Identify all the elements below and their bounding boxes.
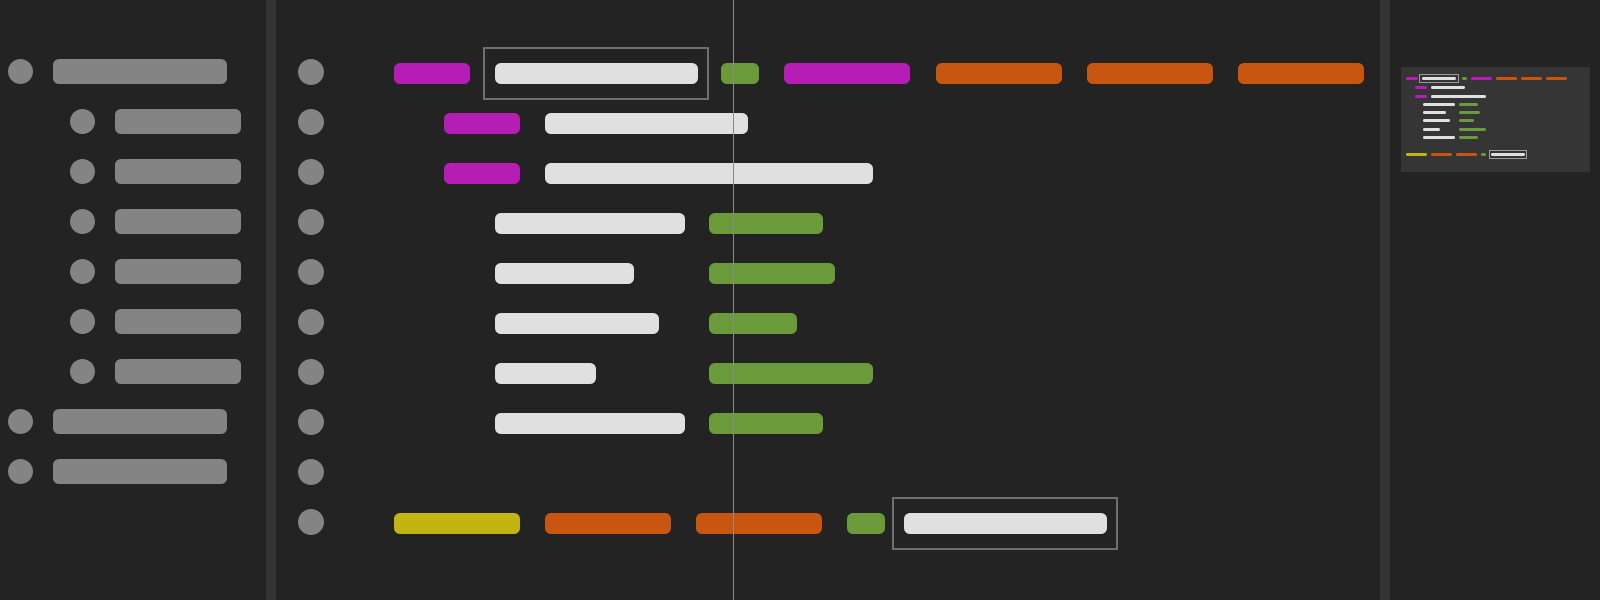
minimap-preview[interactable] [1401, 67, 1590, 172]
code-token-number[interactable] [545, 513, 671, 534]
code-token-text[interactable] [495, 363, 596, 384]
file-icon [8, 459, 33, 484]
tree-item-label [53, 59, 227, 84]
code-editor[interactable] [276, 0, 1380, 600]
file-icon [70, 259, 95, 284]
tree-item-label [53, 459, 227, 484]
tree-item-label [115, 159, 241, 184]
code-token-string[interactable] [709, 263, 835, 284]
code-token-function[interactable] [394, 513, 520, 534]
file-icon [70, 159, 95, 184]
code-token-number[interactable] [1087, 63, 1213, 84]
code-token-text[interactable] [495, 263, 634, 284]
gutter-marker[interactable] [298, 159, 324, 185]
minimap-resize-handle[interactable] [1380, 0, 1390, 600]
code-token-keyword[interactable] [444, 163, 520, 184]
gutter-marker[interactable] [298, 409, 324, 435]
code-token-text[interactable] [495, 63, 698, 84]
selection-highlight [892, 497, 1118, 550]
gutter-marker[interactable] [298, 209, 324, 235]
gutter-marker[interactable] [298, 359, 324, 385]
code-token-text[interactable] [545, 163, 873, 184]
gutter-marker[interactable] [298, 259, 324, 285]
tree-item-label [53, 409, 227, 434]
code-token-string[interactable] [709, 413, 823, 434]
selection-highlight [483, 47, 709, 100]
gutter-marker[interactable] [298, 459, 324, 485]
code-token-text[interactable] [495, 413, 685, 434]
code-token-text[interactable] [495, 213, 685, 234]
gutter-marker[interactable] [298, 309, 324, 335]
cursor-column-guide [733, 0, 734, 600]
code-token-string[interactable] [709, 363, 873, 384]
file-icon [8, 409, 33, 434]
gutter-marker[interactable] [298, 109, 324, 135]
gutter-marker[interactable] [298, 509, 324, 535]
code-token-keyword[interactable] [394, 63, 470, 84]
code-token-keyword[interactable] [784, 63, 910, 84]
code-token-number[interactable] [936, 63, 1062, 84]
file-icon [8, 59, 33, 84]
code-token-string[interactable] [847, 513, 885, 534]
sidebar-resize-handle[interactable] [266, 0, 276, 600]
code-token-text[interactable] [545, 113, 748, 134]
file-icon [70, 309, 95, 334]
code-token-text[interactable] [904, 513, 1107, 534]
code-token-text[interactable] [495, 313, 659, 334]
file-icon [70, 209, 95, 234]
code-token-string[interactable] [709, 213, 823, 234]
code-token-string[interactable] [721, 63, 759, 84]
tree-item-label [115, 309, 241, 334]
code-token-keyword[interactable] [444, 113, 520, 134]
tree-item-label [115, 209, 241, 234]
tree-item-label [115, 359, 241, 384]
file-icon [70, 359, 95, 384]
code-token-number[interactable] [1238, 63, 1364, 84]
gutter-marker[interactable] [298, 59, 324, 85]
code-token-string[interactable] [709, 313, 797, 334]
file-icon [70, 109, 95, 134]
file-tree-sidebar [0, 0, 266, 600]
minimap-panel [1390, 0, 1600, 600]
tree-item-label [115, 259, 241, 284]
code-token-number[interactable] [696, 513, 822, 534]
tree-item-label [115, 109, 241, 134]
